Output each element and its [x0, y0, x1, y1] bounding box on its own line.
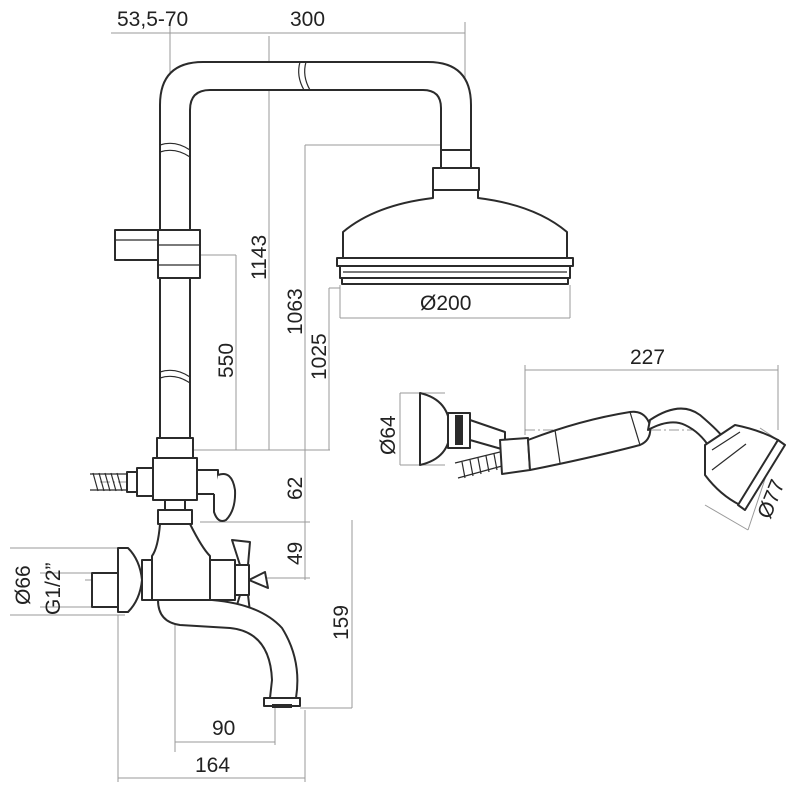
- dim-height-mid: 1063: [284, 288, 307, 335]
- dim-hand-shower-length: 227: [630, 346, 665, 369]
- hose-spiral-left: [90, 472, 127, 492]
- dim-spout-height: 159: [330, 605, 353, 640]
- dim-mixer-height: 49: [284, 542, 307, 565]
- dim-total-reach: 164: [195, 754, 230, 777]
- dim-arm-length: 300: [290, 8, 325, 31]
- dim-valve-gap: 62: [284, 477, 307, 500]
- dim-thread: G1/2”: [42, 562, 65, 615]
- dim-total-height: 1143: [248, 235, 271, 280]
- dim-height-lower: 1025: [308, 333, 331, 380]
- hose-spiral-right: [454, 451, 503, 479]
- shower-head: [336, 149, 574, 285]
- dim-holder-diameter: Ø64: [377, 415, 400, 455]
- dim-head-diameter: Ø200: [420, 292, 471, 315]
- dim-flange-diameter: Ø66: [12, 565, 35, 605]
- mixer-diverter: [90, 437, 301, 708]
- dim-slider-height: 550: [215, 343, 238, 378]
- dimension-labels: 53,5-70 300 1143 1063 1025 550 Ø200 62 4…: [12, 8, 790, 777]
- dim-spout-reach: 90: [212, 717, 235, 740]
- dim-pipe-offset: 53,5-70: [117, 8, 188, 31]
- dimension-lines: [10, 22, 779, 782]
- hand-shower: [419, 392, 786, 511]
